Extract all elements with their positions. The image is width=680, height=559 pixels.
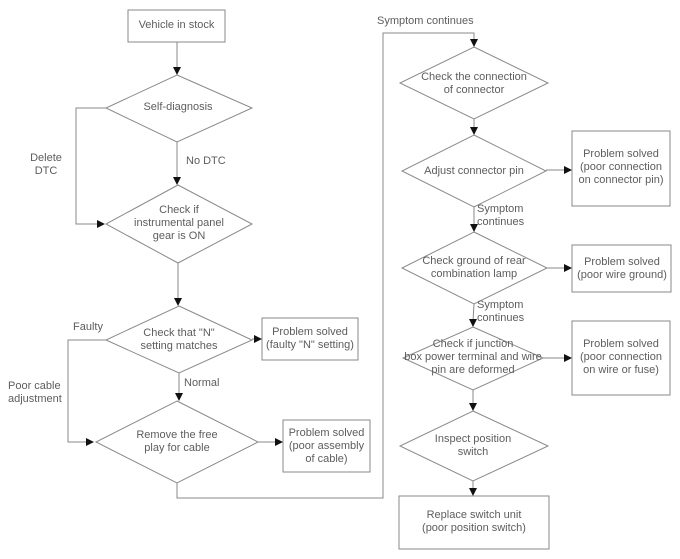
node-box-solved-wire-fuse [571, 320, 671, 396]
node-label-solved-assembly: Problem solved (poor assembly of cable) [288, 427, 365, 465]
arrowhead-deletedtc-loop [97, 220, 105, 228]
arrowhead-into-solved-ground [564, 264, 572, 272]
node-box-replace-switch [398, 495, 550, 550]
node-box-solved-faulty-n [261, 317, 359, 361]
node-label-check-junction: Check if junction box power terminal and… [404, 338, 542, 376]
arrowhead-into-check-ground [470, 224, 478, 232]
node-label-solved-conn-pin: Problem solved (poor connection on conne… [578, 148, 664, 186]
node-label-vehicle-in-stock: Vehicle in stock [138, 19, 215, 31]
arrowhead-faulty-loop [86, 438, 94, 446]
node-label-inspect-switch: Inspect position switch [434, 433, 512, 458]
arrowhead-into-solved-faulty-n [254, 335, 262, 343]
edge-label-symptom-top: Symptom continues [377, 15, 474, 27]
arrowhead-into-adjust-pin [470, 127, 478, 135]
node-label-check-connector: Check the connection of connector [421, 71, 527, 96]
edge-label-no-dtc: No DTC [186, 155, 226, 167]
arrowhead-into-check-connector [470, 39, 478, 47]
arrowhead-into-solved-fuse [564, 354, 572, 362]
arrowhead-into-solved-assembly [275, 438, 283, 446]
arrowhead-into-remove [175, 393, 183, 401]
node-label-adjust-pin: Adjust connector pin [424, 165, 524, 177]
node-box-vehicle-in-stock [127, 9, 226, 43]
arrowhead-into-solved-conn-pin [564, 166, 572, 174]
node-box-solved-wire-ground [571, 244, 672, 293]
arrowhead-into-replace [469, 488, 477, 496]
edge-label-delete-dtc: Delete DTC [30, 152, 62, 177]
connector-ground-to-junction [472, 303, 475, 322]
arrowhead-into-nsetting [174, 298, 182, 306]
arrowhead-into-junction [469, 319, 477, 327]
connector-symptom-continues-main [176, 32, 475, 499]
edge-label-symptom-1: Symptom continues [477, 203, 525, 228]
edge-label-poor-cable: Poor cable adjustment [8, 380, 62, 405]
edge-label-symptom-2: Symptom continues [477, 299, 525, 324]
node-label-self-diagnosis: Self-diagnosis [143, 101, 213, 113]
node-box-solved-poor-assembly [282, 419, 371, 473]
node-box-solved-connector-pin [571, 130, 671, 207]
connector-delete-dtc-loop [75, 107, 106, 225]
node-label-check-ground: Check ground of rear combination lamp [422, 255, 526, 280]
node-label-check-panel-gear: Check if instrumental panel gear is ON [134, 204, 224, 242]
edge-label-normal: Normal [184, 377, 220, 389]
node-label-check-n-setting: Check that "N" setting matches [140, 327, 218, 352]
connector-faulty-loop [67, 339, 106, 443]
node-label-solved-fuse: Problem solved (poor connection on wire … [580, 338, 662, 376]
arrowhead-into-panelgear [173, 177, 181, 185]
node-label-replace-switch: Replace switch unit (poor position switc… [422, 509, 526, 534]
node-label-remove-free-play: Remove the free play for cable [136, 429, 218, 454]
edge-label-faulty: Faulty [73, 321, 103, 333]
arrowhead-into-selfdiag [173, 67, 181, 75]
node-label-solved-ground: Problem solved (poor wire ground) [577, 256, 667, 281]
node-label-solved-faulty-n: Problem solved (faulty "N" setting) [266, 326, 354, 351]
arrowhead-into-inspect [469, 403, 477, 411]
